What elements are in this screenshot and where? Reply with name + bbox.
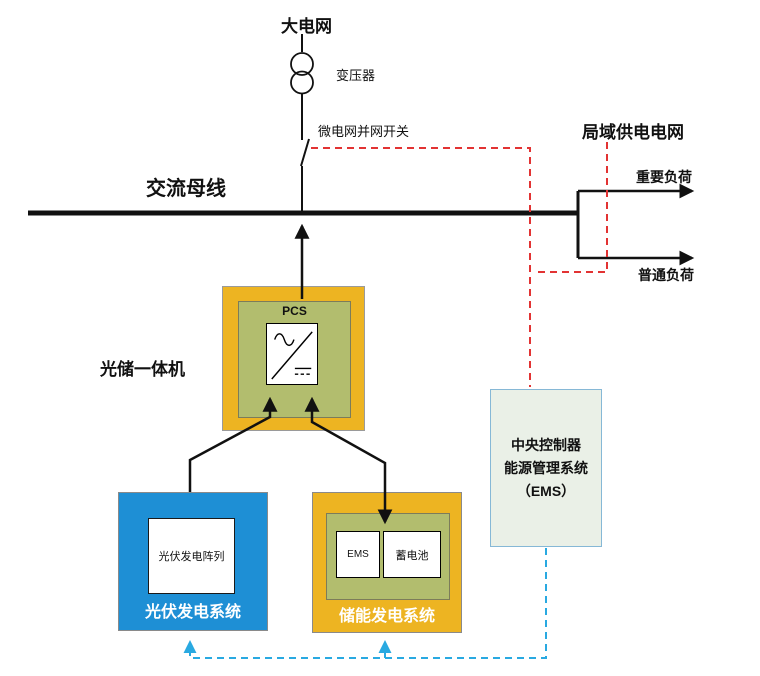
transformer-label: 变压器 xyxy=(336,68,376,83)
pv-array-box: 光伏发电阵列 xyxy=(148,518,235,594)
transformer-icon xyxy=(290,34,314,140)
pv-system-box: 光伏发电阵列 光伏发电系统 xyxy=(118,492,268,631)
grid-switch-icon xyxy=(300,138,310,211)
inverter-icon xyxy=(266,323,318,385)
pcs-inner-box: PCS xyxy=(238,301,351,418)
pv-array-label: 光伏发电阵列 xyxy=(158,551,225,563)
important-load-label: 重要负荷 xyxy=(636,169,692,185)
battery-label: 蓄电池 xyxy=(395,549,429,562)
grid-label: 大电网 xyxy=(281,17,332,36)
ac-bus-line xyxy=(28,191,580,258)
pcs-unit-label: 光储一体机 xyxy=(100,360,185,379)
storage-inner-box: EMS 蓄电池 xyxy=(326,513,450,600)
battery-box: 蓄电池 xyxy=(383,531,441,578)
storage-system-label: 储能发电系统 xyxy=(338,608,435,625)
ems-controller-line2: 能源管理系统 xyxy=(504,459,588,476)
storage-bms-box: EMS xyxy=(336,531,380,578)
storage-bms-label: EMS xyxy=(347,549,369,560)
ems-controller-line1: 中央控制器 xyxy=(511,436,581,453)
grid-switch-label: 微电网并网开关 xyxy=(318,124,410,139)
ems-controller-line3: （EMS） xyxy=(516,482,576,499)
pv-system-label: 光伏发电系统 xyxy=(144,604,241,621)
local-grid-label: 局域供电电网 xyxy=(582,123,684,142)
pcs-label: PCS xyxy=(282,304,307,318)
storage-system-box: EMS 蓄电池 储能发电系统 xyxy=(312,492,462,633)
pcs-unit-box: PCS xyxy=(222,286,365,431)
ems-controller-box: 中央控制器 能源管理系统 （EMS） xyxy=(490,389,602,547)
ac-bus-label: 交流母线 xyxy=(146,178,226,200)
normal-load-label: 普通负荷 xyxy=(638,267,694,283)
